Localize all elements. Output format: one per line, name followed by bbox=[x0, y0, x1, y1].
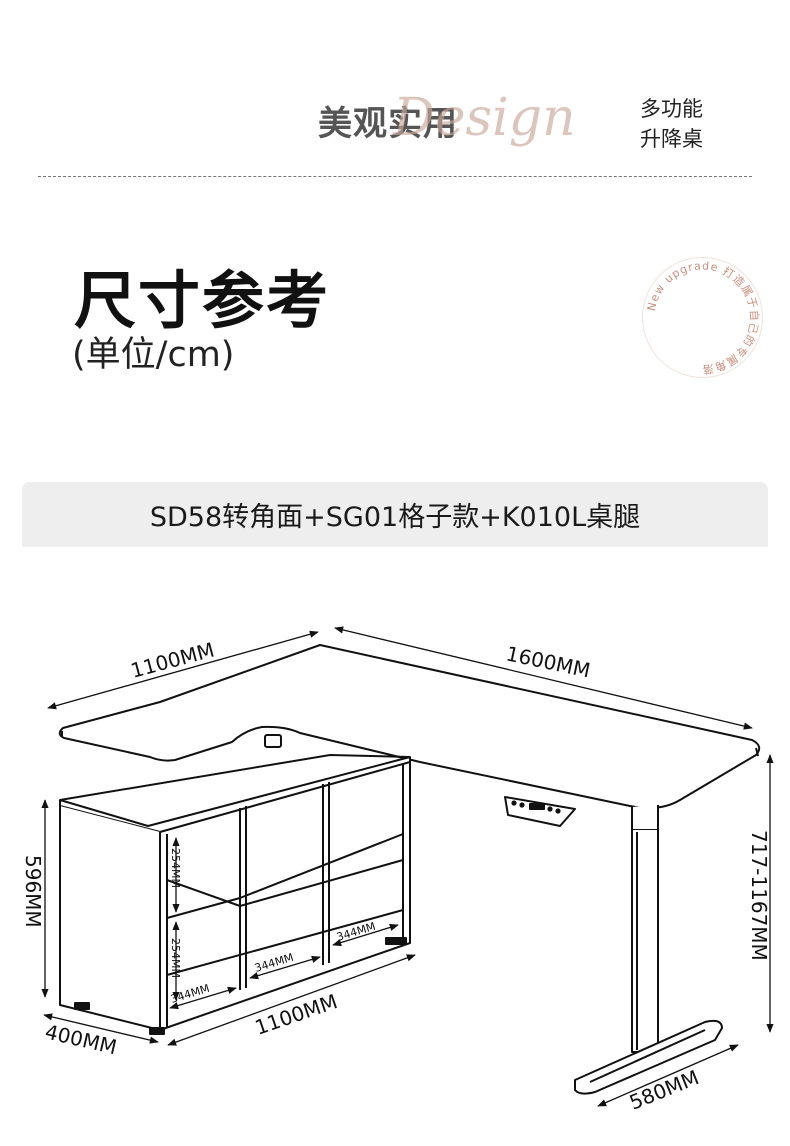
dim-desk-height: 717-1167MM bbox=[747, 830, 771, 961]
dim-shelf-height-lower: 254MM bbox=[169, 938, 182, 978]
dim-top-left-width: 1100MM bbox=[128, 638, 217, 683]
tagline: 多功能 升降桌 bbox=[640, 94, 703, 154]
dim-cabinet-height: 596MM bbox=[21, 855, 45, 928]
upgrade-stamp: New upgrade 打造属于自己的专属角落 bbox=[642, 257, 763, 378]
tagline-line-1: 多功能 bbox=[640, 97, 703, 121]
desk-dimension-diagram: 1100MM 1600MM 596MM 400MM 1100MM 717-116… bbox=[21, 626, 774, 1115]
tagline-line-2: 升降桌 bbox=[640, 127, 703, 151]
dim-cabinet-width: 1100MM bbox=[252, 989, 341, 1040]
dim-top-right-width: 1600MM bbox=[504, 641, 593, 682]
cable-grommet bbox=[264, 734, 282, 748]
dim-shelf-height-upper: 254MM bbox=[169, 848, 182, 888]
svg-text:New upgrade 打造属于自己的专属角落: New upgrade 打造属于自己的专属角落 bbox=[645, 259, 761, 375]
stamp-text: New upgrade 打造属于自己的专属角落 bbox=[645, 259, 760, 375]
desk-line-art bbox=[58, 644, 761, 1095]
unit-note: (单位/cm) bbox=[72, 335, 235, 375]
dim-cabinet-depth: 400MM bbox=[43, 1019, 119, 1059]
product-name: SD58转角面+SG01格子款+K010L桌腿 bbox=[149, 502, 641, 533]
section-title: 尺寸参考 bbox=[74, 264, 331, 337]
dashed-divider bbox=[38, 176, 752, 177]
cabinet-side bbox=[59, 806, 161, 1031]
product-name-bar: SD58转角面+SG01格子款+K010L桌腿 bbox=[22, 482, 768, 547]
brand-title: 美观实用 bbox=[318, 104, 458, 144]
desk-leg bbox=[631, 805, 659, 831]
design-script-watermark: Design bbox=[393, 88, 576, 148]
dimension-arrows bbox=[41, 626, 774, 1107]
